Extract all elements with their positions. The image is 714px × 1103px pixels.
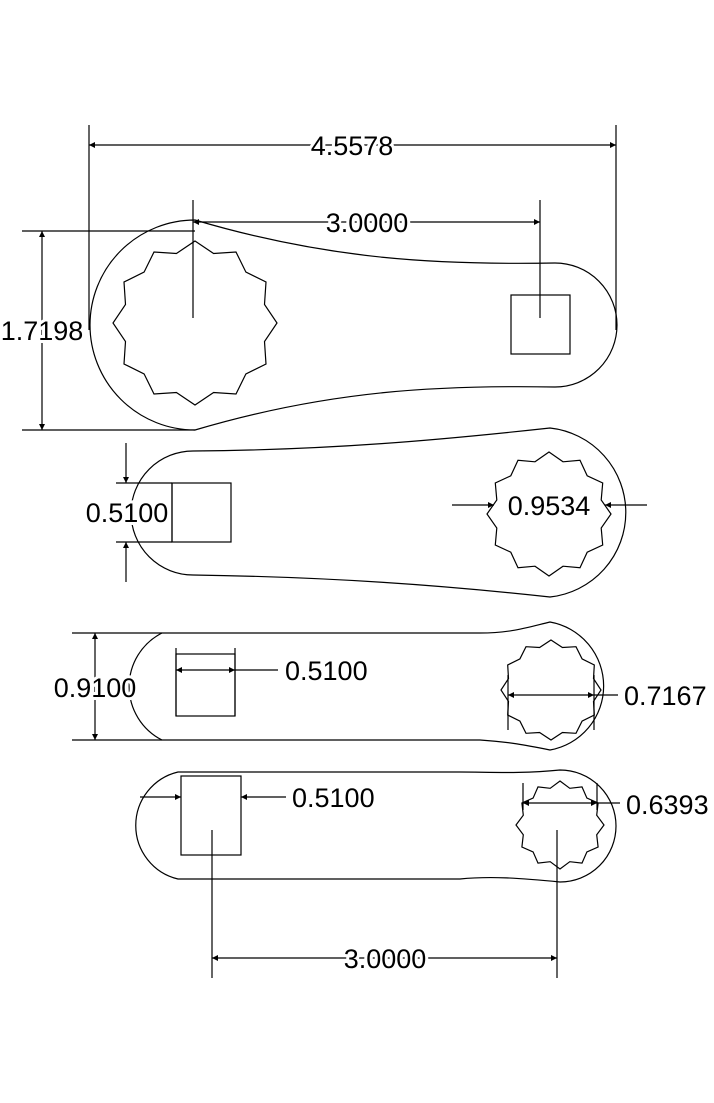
wrench-2-12point-opening bbox=[486, 451, 612, 577]
wrench-2-outline bbox=[130, 427, 627, 598]
wrench-2-square-drive bbox=[171, 482, 232, 543]
dim-head-width-small: 0.9100 bbox=[54, 673, 137, 703]
wrench-4-12point-opening bbox=[515, 780, 605, 870]
dim-square-drive-smallest: 0.5100 bbox=[292, 783, 375, 813]
wrench-2: 0.5100 0.9534 bbox=[83, 427, 647, 598]
wrench-3-12point-opening bbox=[500, 639, 602, 741]
wrench-3-outline bbox=[128, 621, 605, 751]
dim-square-drive-medium: 0.5100 bbox=[86, 498, 169, 528]
dim-head-width-large: 1.7198 bbox=[1, 316, 84, 346]
wrench-1-12point-opening bbox=[112, 240, 278, 406]
dim-opening-medium: 0.9534 bbox=[508, 491, 591, 521]
wrench-4-outline bbox=[135, 769, 617, 883]
dim-opening-smallest: 0.6393 bbox=[626, 790, 709, 820]
wrench-4-square-drive bbox=[180, 775, 242, 856]
dim-center-distance-top: 3.0000 bbox=[326, 208, 409, 238]
wrench-4: 0.5100 0.6393 3.0000 bbox=[135, 769, 709, 978]
wrench-1-outline bbox=[89, 219, 618, 431]
dim-overall-length: 4.5578 bbox=[311, 131, 394, 161]
dim-square-drive-small: 0.5100 bbox=[285, 656, 368, 686]
wrench-1: 4.5578 3.0000 1.7198 bbox=[0, 125, 618, 431]
dim-opening-small: 0.7167 bbox=[624, 681, 707, 711]
wrench-3: 0.9100 0.5100 0.7167 bbox=[51, 621, 707, 751]
wrench-3-square-drive bbox=[175, 653, 236, 717]
dim-center-distance-bottom: 3.0000 bbox=[344, 944, 427, 974]
